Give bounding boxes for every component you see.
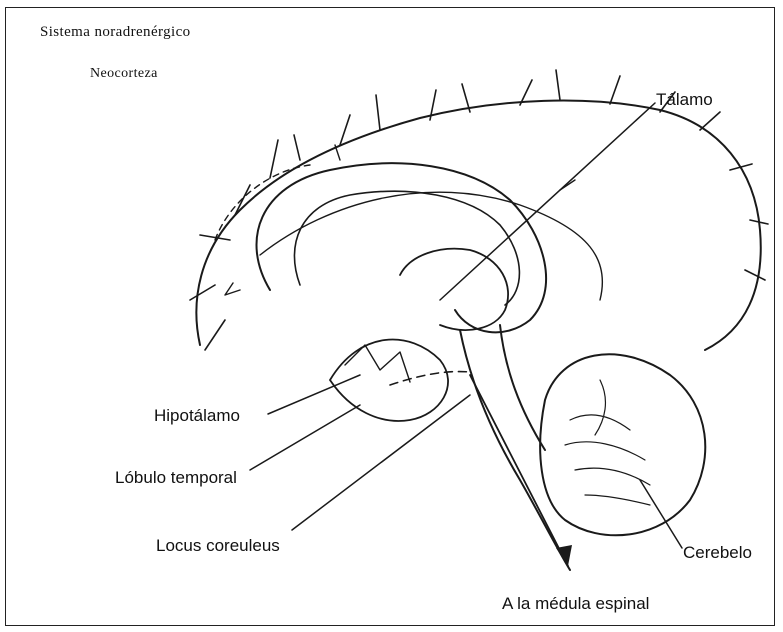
- brainstem: [460, 330, 570, 570]
- thalamus-shape: [400, 249, 508, 330]
- cortex-outline: [196, 101, 760, 350]
- leader-locus: [292, 395, 470, 530]
- leader-talamo: [440, 103, 655, 300]
- neocortex-label: Neocorteza: [90, 66, 158, 82]
- label-hipotalamo: Hipotálamo: [154, 406, 240, 426]
- figure-title: Sistema noradrenérgico: [40, 24, 191, 41]
- fiber-path: [260, 192, 602, 300]
- label-cerebelo: Cerebelo: [683, 543, 752, 563]
- label-medula-espinal: A la médula espinal: [502, 594, 649, 614]
- locus-projection: [390, 372, 470, 385]
- label-lobulo-temporal: Lóbulo temporal: [115, 468, 237, 488]
- corpus-callosum: [257, 163, 547, 332]
- leader-lobulo: [250, 405, 360, 470]
- label-locus-coeruleus: Locus coreuleus: [156, 536, 280, 556]
- leader-hipotalamo: [268, 375, 360, 414]
- spinal-arrow: [470, 375, 568, 566]
- label-talamo: Tálamo: [656, 90, 713, 110]
